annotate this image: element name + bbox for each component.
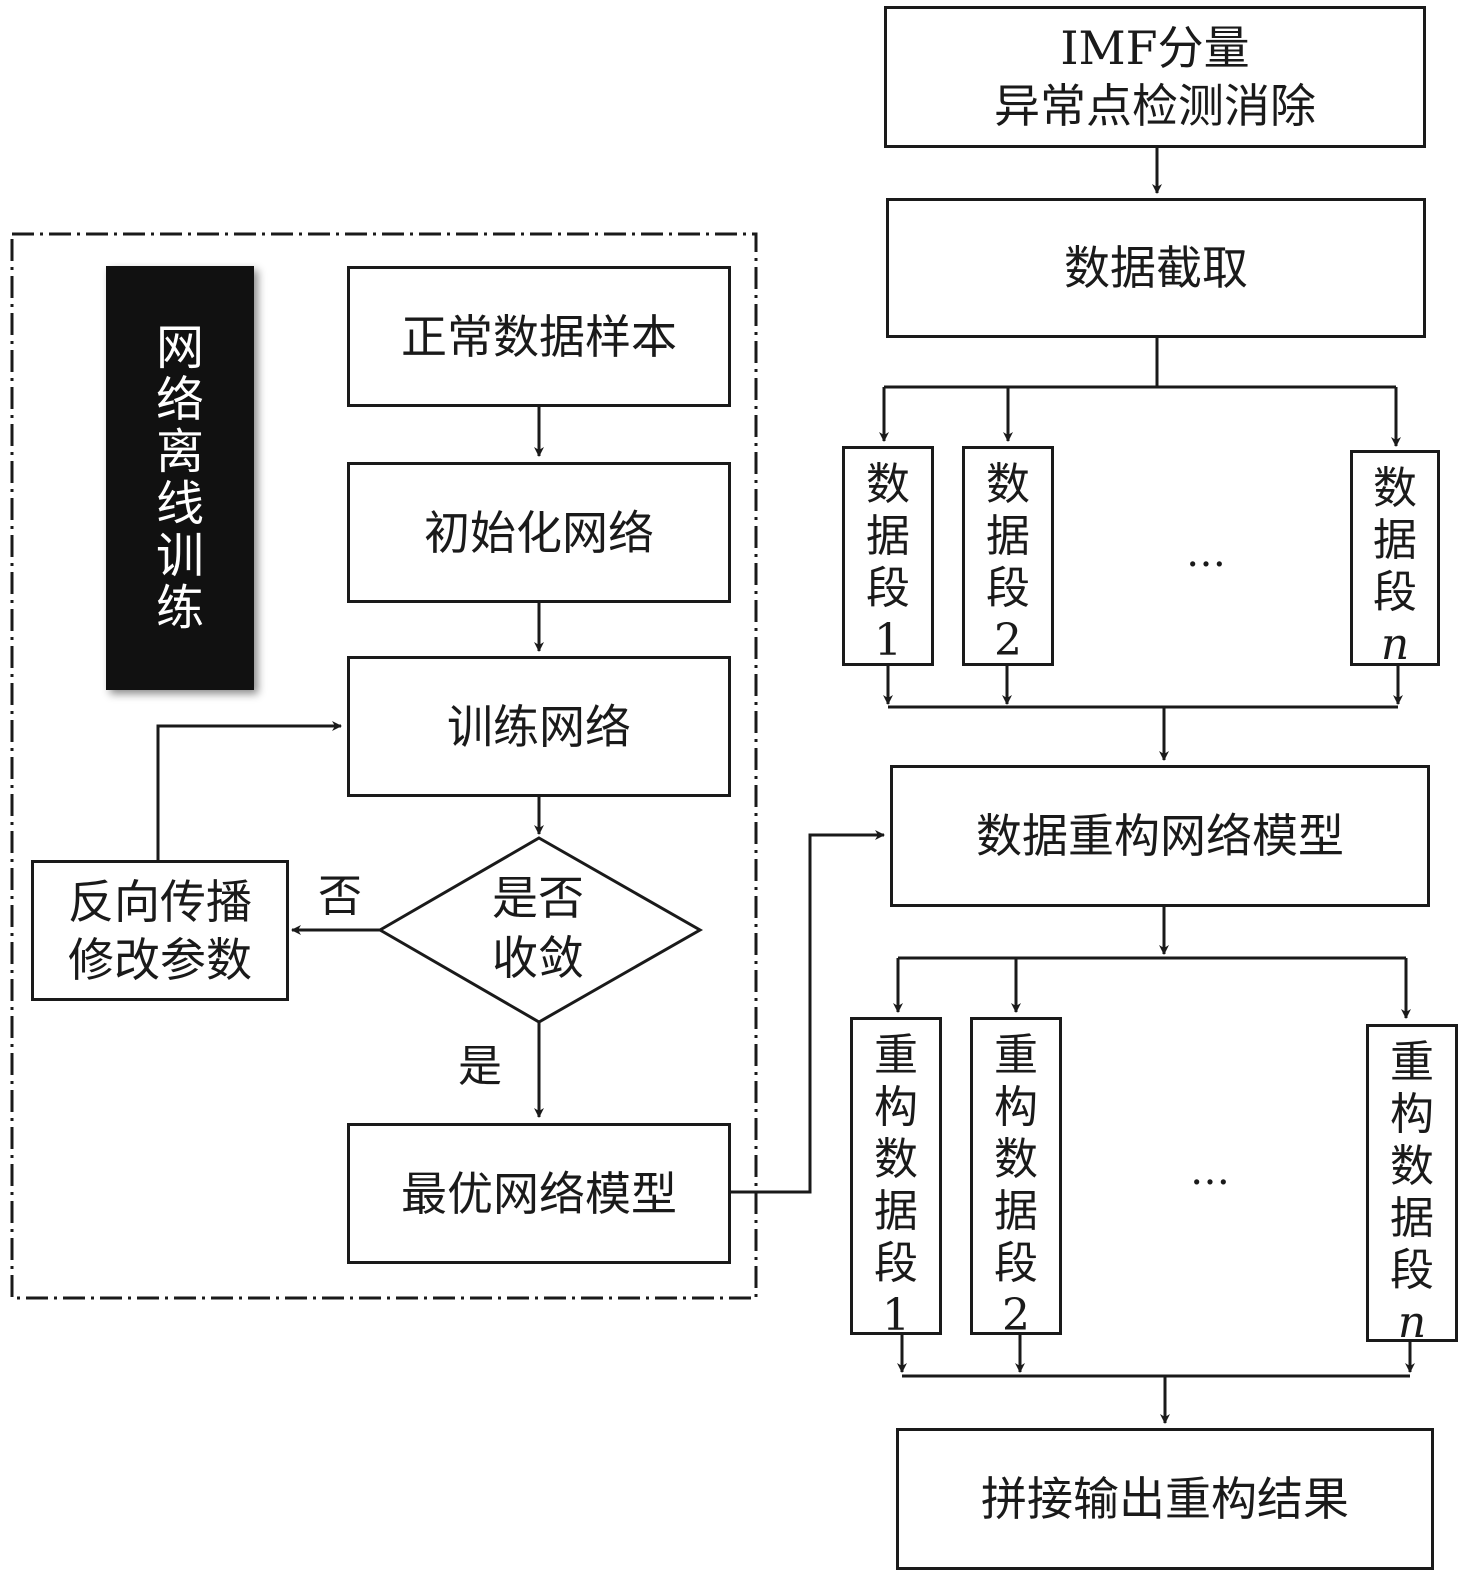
recon-index: 1: [882, 1290, 910, 1341]
arrow-optimal-to-reconstruct: [731, 830, 885, 1194]
training-region-border: [10, 232, 758, 1300]
yes-branch-label: 是: [458, 1041, 502, 1092]
reconstruct-model-box: 数据重构网络模型: [890, 765, 1430, 907]
segment-char: 段: [866, 563, 910, 614]
train-network-box: 训练网络: [347, 656, 731, 797]
segment-ellipsis: …: [1186, 530, 1228, 576]
output-label: 拼接输出重构结果: [981, 1472, 1349, 1526]
train-network-label: 训练网络: [447, 699, 631, 754]
recon-char: 数: [1390, 1141, 1434, 1192]
data-segment-n: 数 据 段 n: [1350, 450, 1440, 670]
recon-char: 据: [1390, 1193, 1434, 1244]
recon-segment-2: 重 构 数 据 段 2: [970, 1017, 1062, 1341]
reconstruct-model-label: 数据重构网络模型: [976, 809, 1344, 863]
segment-index: n: [1380, 619, 1410, 670]
segment-char: 数: [1373, 463, 1417, 514]
output-box: 拼接输出重构结果: [896, 1428, 1434, 1570]
recon-char: 构: [994, 1082, 1038, 1133]
convergence-line2: 收敛: [492, 931, 584, 985]
segment-char: 据: [866, 511, 910, 562]
data-cut-label: 数据截取: [1064, 241, 1248, 295]
data-cut-box: 数据截取: [886, 198, 1426, 338]
convergence-question: 是否 收敛: [438, 868, 638, 988]
recon-char: 数: [994, 1134, 1038, 1185]
backprop-box: 反向传播 修改参数: [31, 860, 289, 1001]
data-segment-1: 数 据 段 1: [842, 446, 934, 666]
data-segment-2: 数 据 段 2: [962, 446, 1054, 666]
recon-char: 数: [874, 1134, 918, 1185]
recon-char: 重: [994, 1030, 1038, 1081]
segment-char: 数: [866, 459, 910, 510]
convergence-line1: 是否: [492, 871, 584, 925]
optimal-model-box: 最优网络模型: [347, 1123, 731, 1264]
title-char: 离: [155, 424, 204, 480]
segment-char: 据: [986, 511, 1030, 562]
imf-line2: 异常点检测消除: [994, 79, 1316, 133]
title-char: 练: [155, 580, 204, 636]
segment-char: 段: [986, 563, 1030, 614]
title-char: 训: [155, 528, 204, 584]
recon-char: 段: [1390, 1245, 1434, 1296]
recon-segment-n: 重 构 数 据 段 n: [1366, 1024, 1458, 1348]
recon-index: n: [1397, 1297, 1427, 1348]
recon-char: 重: [1390, 1037, 1434, 1088]
backprop-line2: 修改参数: [68, 932, 252, 987]
recon-index: 2: [1002, 1290, 1030, 1341]
recon-segment-1: 重 构 数 据 段 1: [850, 1017, 942, 1341]
normal-samples-box: 正常数据样本: [347, 266, 731, 407]
segment-index: 2: [994, 615, 1022, 666]
recon-char: 构: [1390, 1089, 1434, 1140]
backprop-line1: 反向传播: [68, 874, 252, 929]
title-char: 网: [155, 320, 204, 376]
no-branch-label: 否: [318, 871, 362, 922]
segment-char: 数: [986, 459, 1030, 510]
optimal-model-label: 最优网络模型: [401, 1166, 677, 1221]
recon-char: 据: [874, 1186, 918, 1237]
title-char: 络: [155, 372, 204, 428]
init-network-label: 初始化网络: [424, 505, 654, 560]
recon-char: 构: [874, 1082, 918, 1133]
recon-char: 段: [994, 1238, 1038, 1289]
segment-index: 1: [874, 615, 902, 666]
segment-char: 据: [1373, 515, 1417, 566]
normal-samples-label: 正常数据样本: [401, 309, 677, 364]
imf-anomaly-box: IMF分量 异常点检测消除: [884, 6, 1426, 148]
recon-ellipsis: …: [1190, 1148, 1232, 1194]
init-network-box: 初始化网络: [347, 462, 731, 603]
title-char: 线: [155, 476, 204, 532]
segment-char: 段: [1373, 567, 1417, 618]
recon-char: 重: [874, 1030, 918, 1081]
arrow-backprop-to-train: [156, 721, 342, 860]
recon-char: 据: [994, 1186, 1038, 1237]
offline-training-title: 网 络 离 线 训 练: [106, 266, 254, 690]
recon-char: 段: [874, 1238, 918, 1289]
imf-line1: IMF分量: [1060, 21, 1250, 75]
